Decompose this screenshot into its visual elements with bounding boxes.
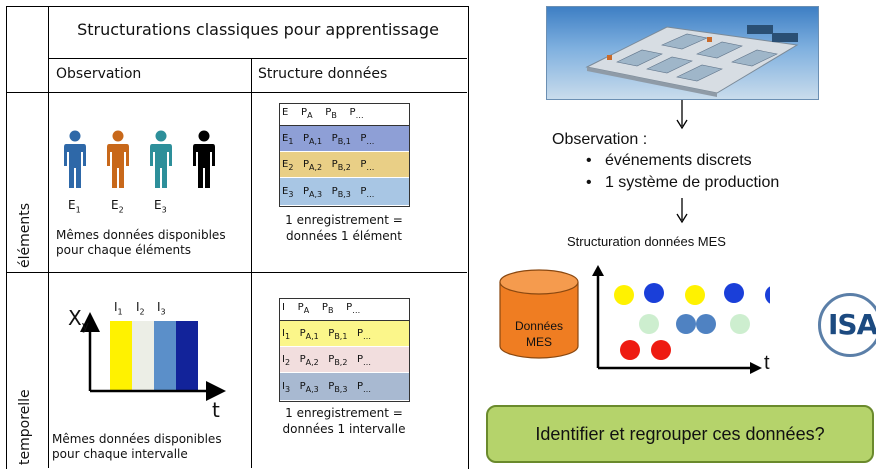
person-label-1: E1 bbox=[68, 198, 81, 215]
column-header-observation: Observation bbox=[56, 66, 142, 82]
elements-record-note-line2: données 1 élément bbox=[286, 229, 402, 243]
temporal-record-header-row bbox=[280, 299, 409, 321]
question-text: Identifier et regrouper ces données? bbox=[535, 423, 825, 444]
isa-logo-text: ISA bbox=[828, 308, 876, 341]
table-divider-v2 bbox=[251, 58, 252, 468]
interval-bar-3 bbox=[154, 321, 176, 391]
observation-bullet-1: • événements discrets bbox=[586, 152, 752, 169]
elements-record-note: 1 enregistrement = données 1 élément bbox=[279, 212, 409, 244]
temporal-record-row-1 bbox=[280, 321, 409, 346]
elements-record-table bbox=[279, 103, 410, 207]
temporal-record-note-line1: 1 enregistrement = bbox=[285, 406, 403, 420]
record-row-2-cells: E2 PA,2 PB,2 P… bbox=[282, 159, 375, 172]
table-divider-v1 bbox=[48, 6, 49, 468]
record-header-cells: E PA PB P… bbox=[282, 107, 364, 120]
database-label-line2: MES bbox=[525, 335, 552, 349]
temporal-header-cells: I PA PB P… bbox=[282, 302, 361, 315]
temporal-record-note: 1 enregistrement = données 1 intervalle bbox=[272, 405, 416, 437]
people-icons bbox=[64, 130, 215, 188]
interval-label-3: I3 bbox=[157, 300, 166, 317]
isa-logo: ISA bbox=[818, 293, 876, 357]
event-point bbox=[644, 283, 664, 303]
event-point bbox=[724, 283, 744, 303]
temporal-record-note-line2: données 1 intervalle bbox=[282, 422, 406, 436]
arrow-down-2 bbox=[676, 198, 688, 224]
record-row-3-cells: E3 PA,3 PB,3 P… bbox=[282, 186, 375, 199]
database-label-line1: Données bbox=[514, 319, 564, 333]
person-icon-4 bbox=[193, 130, 215, 188]
temporal-caption-line2: pour chaque intervalle bbox=[52, 447, 188, 461]
event-point bbox=[730, 314, 750, 334]
event-point bbox=[639, 314, 659, 334]
table-title: Structurations classiques pour apprentis… bbox=[77, 20, 439, 39]
event-point bbox=[696, 314, 716, 334]
record-row-2 bbox=[280, 152, 409, 177]
observation-bullet-2: • 1 système de production bbox=[586, 174, 780, 191]
arrow-down-1 bbox=[676, 100, 688, 130]
temporal-record-row-3 bbox=[280, 373, 409, 400]
temporal-record-table bbox=[279, 298, 410, 402]
record-header-row bbox=[280, 104, 409, 126]
person-label-2: E2 bbox=[111, 198, 124, 215]
question-box: Identifier et regrouper ces données? bbox=[486, 405, 874, 463]
observation-title: Observation : bbox=[552, 131, 648, 148]
structuration-label: Structuration données MES bbox=[567, 234, 726, 249]
table-divider-h3 bbox=[6, 272, 467, 273]
event-scatter bbox=[592, 265, 770, 374]
row-label-elements: éléments bbox=[17, 202, 33, 268]
interval-chart bbox=[80, 312, 226, 401]
table-divider-h2 bbox=[6, 92, 467, 93]
event-point bbox=[614, 285, 634, 305]
elements-caption-line1: Mêmes données disponibles bbox=[56, 228, 226, 242]
interval-bar-2 bbox=[132, 321, 154, 391]
interval-y-axis-label: Xy bbox=[68, 306, 89, 333]
event-point bbox=[685, 285, 705, 305]
factory-floorplan-graphic bbox=[585, 25, 799, 97]
temporal-row-1-cells: I1 PA,1 PB,1 P… bbox=[282, 328, 372, 341]
database-label: Données MES bbox=[498, 318, 580, 350]
elements-caption: Mêmes données disponibles pour chaque él… bbox=[56, 228, 226, 258]
interval-label-2: I2 bbox=[136, 300, 145, 317]
table-divider-h1 bbox=[48, 58, 467, 59]
database-icon bbox=[499, 269, 579, 359]
record-row-1-cells: E1 PA,1 PB,1 P… bbox=[282, 133, 375, 146]
person-label-3: E3 bbox=[154, 198, 167, 215]
interval-bar-1 bbox=[110, 321, 132, 391]
event-point bbox=[651, 340, 671, 360]
record-row-3 bbox=[280, 178, 409, 205]
classification-table bbox=[6, 6, 469, 469]
row-label-temporal: temporelle bbox=[17, 389, 33, 465]
temporal-row-2-cells: I2 PA,2 PB,2 P… bbox=[282, 354, 372, 367]
elements-caption-line2: pour chaque éléments bbox=[56, 243, 192, 257]
interval-bar-4 bbox=[176, 321, 198, 391]
event-point bbox=[620, 340, 640, 360]
interval-label-1: I1 bbox=[114, 300, 123, 317]
person-icon-3 bbox=[150, 130, 172, 188]
person-icon-1 bbox=[64, 130, 86, 188]
temporal-caption-line1: Mêmes données disponibles bbox=[52, 432, 222, 446]
elements-record-note-line1: 1 enregistrement = bbox=[285, 213, 403, 227]
person-icon-2 bbox=[107, 130, 129, 188]
temporal-record-row-2 bbox=[280, 347, 409, 372]
record-row-1 bbox=[280, 126, 409, 151]
column-header-structure: Structure données bbox=[258, 66, 388, 82]
temporal-caption: Mêmes données disponibles pour chaque in… bbox=[52, 432, 222, 462]
temporal-row-3-cells: I3 PA,3 PB,3 P… bbox=[282, 381, 372, 394]
event-point bbox=[676, 314, 696, 334]
event-point bbox=[765, 286, 770, 304]
factory-image bbox=[546, 6, 819, 100]
scatter-x-label: t bbox=[764, 352, 770, 374]
interval-x-axis-label: t bbox=[212, 398, 220, 422]
